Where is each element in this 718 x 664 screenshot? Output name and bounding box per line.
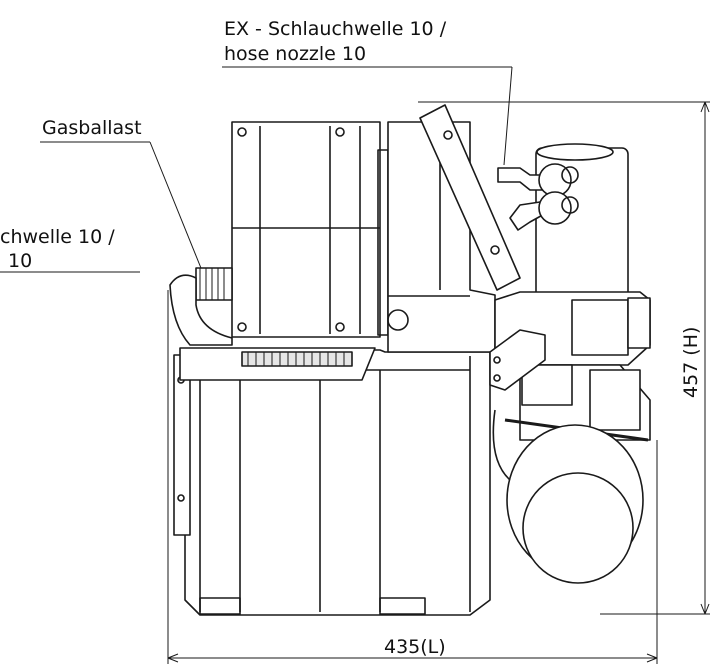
middle-housing — [387, 104, 521, 353]
leader-lines — [0, 66, 513, 279]
ex-nozzle-label-line2: hose nozzle 10 — [224, 43, 367, 65]
motor-housing — [173, 349, 491, 616]
inlet-nozzle-label-line2: 10 — [8, 250, 33, 272]
ex-nozzle-label-line1: EX - Schlauchwelle 10 / — [224, 18, 447, 40]
gas-ballast-valve — [169, 267, 233, 346]
inlet-nozzle-label-line1: chwelle 10 / — [0, 226, 115, 248]
length-dimension-label: 435(L) — [384, 636, 446, 658]
pump-head-block — [231, 121, 389, 338]
fan-grille — [179, 347, 376, 381]
height-dimension-label: 457 (H) — [680, 326, 702, 398]
mounting-bracket — [489, 329, 546, 391]
gas-ballast-label: Gasballast — [42, 117, 142, 139]
dimension-lines — [167, 101, 710, 664]
